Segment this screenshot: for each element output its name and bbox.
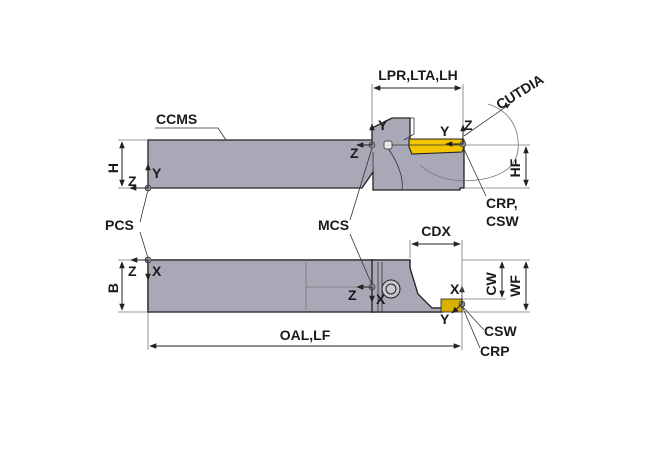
lpr-lta-lh-label: LPR,LTA,LH <box>378 67 458 83</box>
mcs-hole <box>383 140 393 150</box>
mcs-leader-bottom <box>349 233 373 286</box>
clamp-screw-inner <box>385 283 397 295</box>
crp-label: CRP <box>480 343 510 359</box>
coordinate-callouts: PCS MCS <box>105 147 373 286</box>
crp-leader <box>461 305 481 349</box>
mcs-side-x-label: X <box>376 291 386 307</box>
mcs-leader-top <box>349 147 373 221</box>
wf-label: WF <box>507 275 523 297</box>
b-label: B <box>105 283 121 293</box>
clamp-screw <box>381 279 401 299</box>
pcs-label: PCS <box>105 217 134 233</box>
crp-csw-top-leader <box>462 146 487 197</box>
crp-top-label: CRP, <box>486 195 518 211</box>
cdx-label: CDX <box>421 223 451 239</box>
pcs-side-x-label: X <box>152 263 162 279</box>
crp-top-y-label: Y <box>440 123 450 139</box>
crp-side-x-label: X <box>450 281 460 297</box>
cutdia-leader <box>463 103 511 137</box>
oal-lf-label: OAL,LF <box>280 327 331 343</box>
csw-top-label: CSW <box>486 213 519 229</box>
top-slot-curve <box>387 147 403 191</box>
mcs-top-z-label: Z <box>350 145 359 161</box>
crp-side-y-axis <box>451 303 463 314</box>
cw-label: CW <box>483 272 499 296</box>
side-shank-main <box>147 259 375 313</box>
csw-leader <box>461 305 485 331</box>
ccms-leader <box>155 127 227 141</box>
side-head-block <box>371 259 443 313</box>
cutdia-label: CUTDIA <box>493 71 546 113</box>
mcs-top-y-label: Y <box>378 117 388 133</box>
pcs-leader-bottom <box>139 231 149 259</box>
h-label: H <box>105 163 121 173</box>
crp-top-z-label: Z <box>464 117 473 133</box>
top-view: H HF LPR,LTA,LH CUTDIA CCMS Y Z Y Z Y Z <box>105 67 546 229</box>
pcs-top-z-label: Z <box>128 173 137 189</box>
crp-side-y-label: Y <box>440 311 450 327</box>
pcs-leader-top <box>139 189 149 223</box>
ccms-label: CCMS <box>156 111 197 127</box>
mcs-label: MCS <box>318 217 349 233</box>
mcs-side-z-label: Z <box>348 287 357 303</box>
side-view: B X Z Z X X Y CDX CW WF OAL,LF <box>105 223 530 359</box>
cutting-insert <box>408 138 466 155</box>
top-head-detail <box>372 117 415 172</box>
pcs-top-y-label: Y <box>152 165 162 181</box>
hf-label: HF <box>507 158 523 177</box>
csw-label: CSW <box>484 323 517 339</box>
cutdia-arc <box>419 103 519 182</box>
pcs-side-z-label: Z <box>128 263 137 279</box>
